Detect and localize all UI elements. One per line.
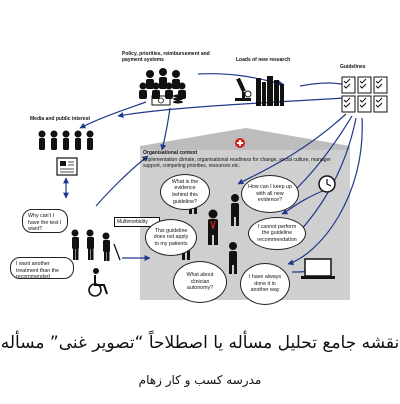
patients-icon [71,229,121,261]
policy-label: Policy, priorities, reimbursement and pa… [122,51,210,63]
books-icon [256,76,284,106]
arrow-guidelines-left [117,97,346,119]
microscope-icon [235,77,252,101]
laptop-icon [301,258,335,279]
research-label: Loads of new research [236,57,291,63]
bubble-autonomy: What about clinician autonomy? [173,261,227,303]
bubble-always-done: I have always done it in another way [240,263,290,305]
arrow-patients-org [95,155,149,207]
page-subtitle: مدرسه کسب و کار زهام [138,373,262,387]
arrow-clock [281,189,326,215]
money-icon [151,94,183,106]
arrow-guidelines-3 [287,117,363,266]
bubble-evidence: What is the evidence behind this guideli… [160,174,210,210]
arrow-guidelines-4 [237,113,347,185]
bubble-another-treatment: I want another treatment than the recomm… [10,257,74,280]
arrow-policy-org [160,107,171,151]
media-crowd-icon [38,130,94,150]
arrow-policy-media [79,101,147,129]
clock-icon [318,175,336,193]
bubble-not-apply: This guideline does not apply to my pati… [145,219,197,256]
bubble-why-cant: Why can't I have the test I want? [22,209,68,233]
red-cross-icon [235,138,245,148]
checklist-icon [341,76,388,113]
org-body: Implementation climate, organisational r… [143,157,331,169]
newspaper-icon [56,157,78,176]
group-icon [139,68,186,99]
bubble-keep-up: How can I keep up with all new evidence? [241,175,299,213]
org-title: Organisational context [143,150,198,156]
bubble-cannot-perform: I cannot perform the guideline recommend… [248,217,306,250]
media-label: Media and public interest [30,116,91,122]
page-title: نقشه جامع تحلیل مسأله یا اصطلاحاً “تصویر… [0,333,400,353]
guidelines-label: Guidelines [340,64,366,70]
wheelchair-icon [88,268,108,297]
